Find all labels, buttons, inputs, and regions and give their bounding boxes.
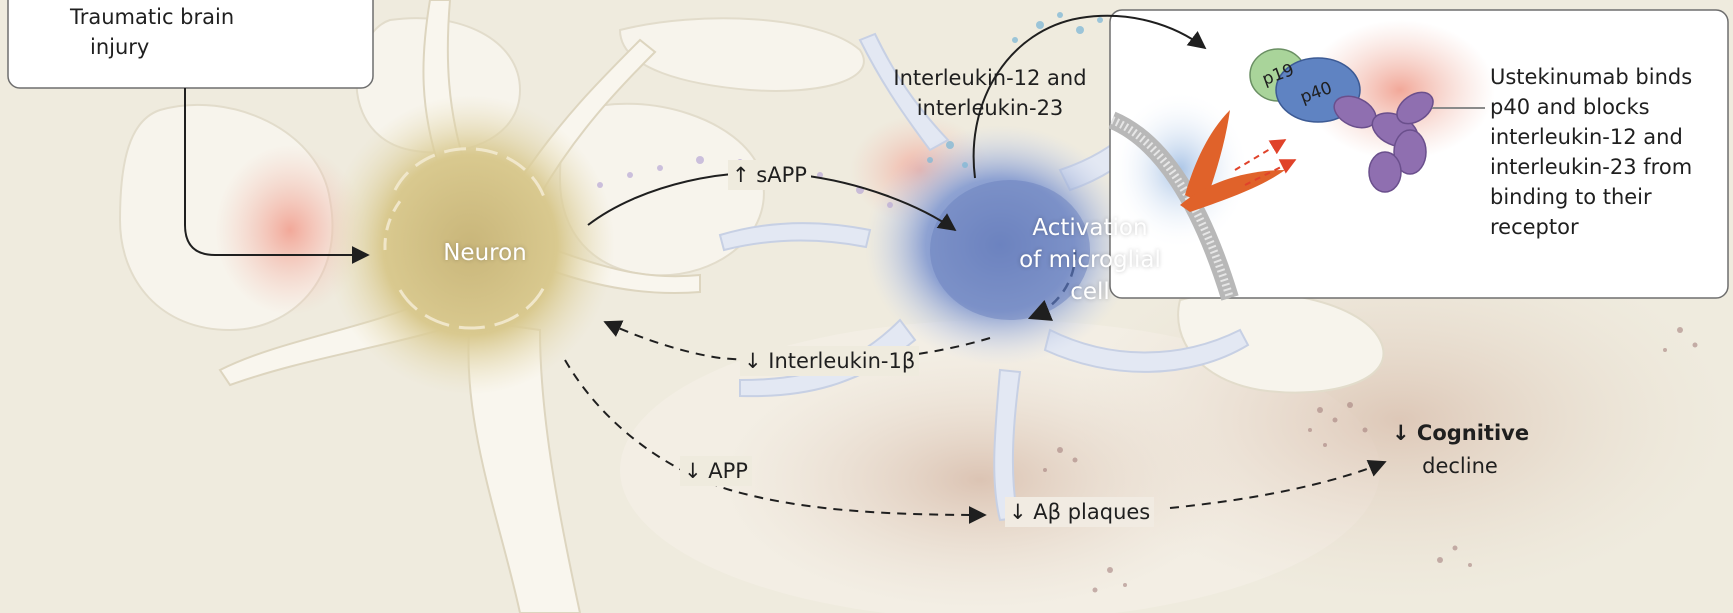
app-label: ↓ APP — [680, 456, 752, 486]
microglia-label-line2: of microglial — [1010, 244, 1170, 276]
il1b-label: ↓ Interleukin-1β — [740, 346, 919, 376]
sapp-label: ↑ sAPP — [728, 160, 811, 190]
inset-text-3: interleukin-12 and — [1490, 122, 1692, 152]
neuron-label: Neuron — [410, 237, 560, 269]
inset-text-4: interleukin-23 from — [1490, 152, 1692, 182]
abeta-label: ↓ Aβ plaques — [1005, 497, 1154, 527]
interleukin-label-line1: Interleukin-12 and — [880, 63, 1100, 93]
inset-text-1: Ustekinumab binds — [1490, 62, 1692, 92]
trigger-line1: Traumatic brain — [70, 2, 234, 32]
inset-text-6: receptor — [1490, 212, 1692, 242]
inset-description: Ustekinumab binds p40 and blocks interle… — [1490, 62, 1692, 242]
cognitive-label-line1: ↓ Cognitive — [1392, 418, 1529, 448]
trigger-line2: injury — [90, 32, 149, 62]
cognitive-label-line2: decline — [1400, 451, 1520, 481]
cognitive-text-1: ↓ Cognitive — [1392, 421, 1529, 445]
microglia-label-line1: Activation — [1010, 212, 1170, 244]
inset-text-5: binding to their — [1490, 182, 1692, 212]
interleukin-label-line2: interleukin-23 — [880, 93, 1100, 123]
inset-text-2: p40 and blocks — [1490, 92, 1692, 122]
microglia-label-line3: cell — [1010, 276, 1170, 308]
